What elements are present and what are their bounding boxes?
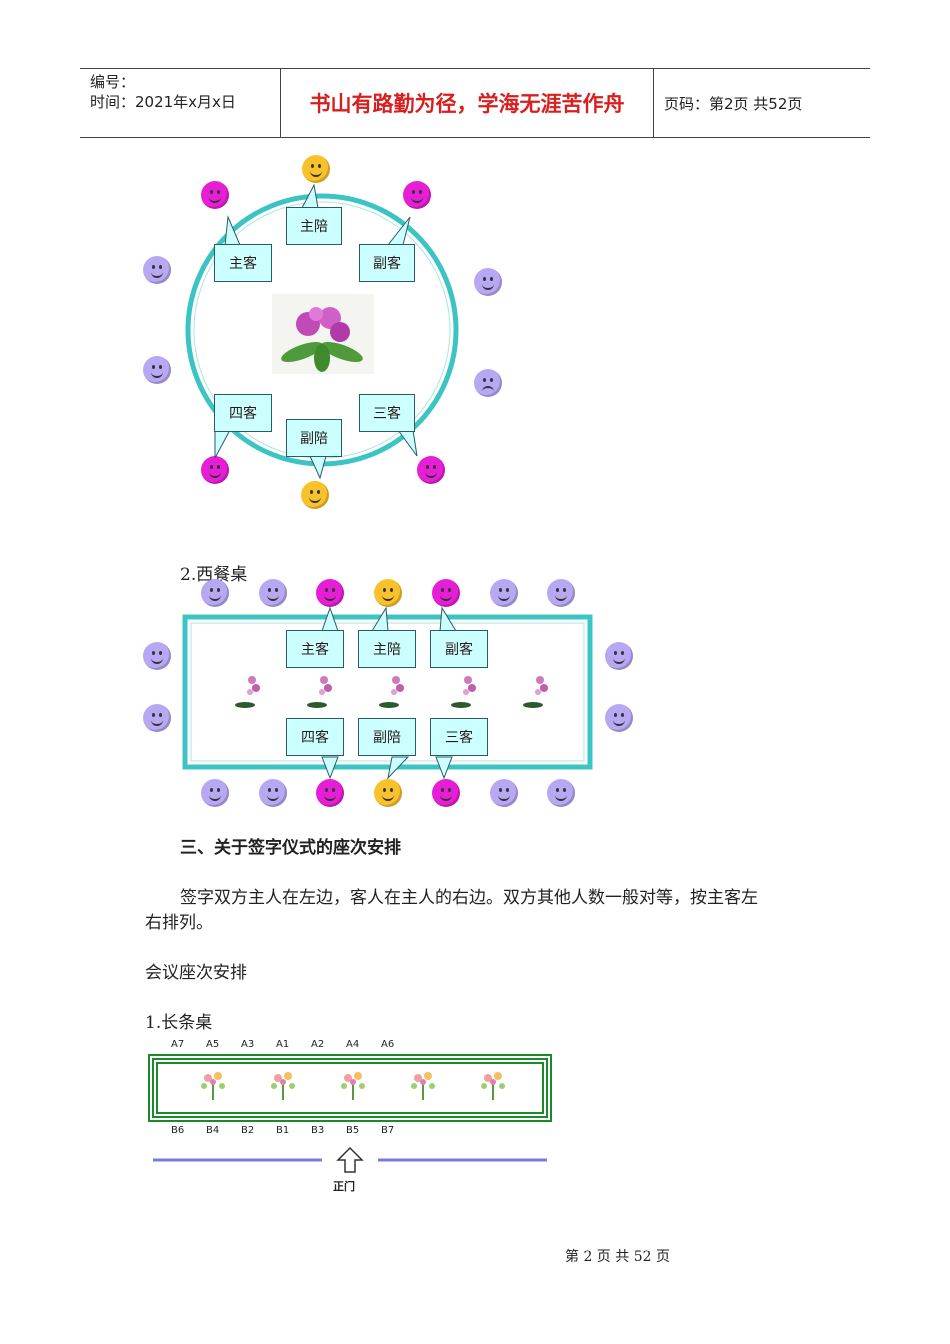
header-meta-cell: 编号： 时间：2021年x月x日 [80, 69, 281, 137]
label-fourth-guest: 四客 [214, 394, 272, 432]
label-second-guest: 副客 [359, 244, 415, 282]
face-purple [201, 579, 229, 607]
face-purple [490, 579, 518, 607]
long-table [148, 1054, 552, 1122]
flower-icon [272, 294, 374, 374]
w-label-second-guest: 副客 [430, 630, 488, 668]
seat-label-bottom: B1 [276, 1125, 290, 1136]
seat-label-bottom: B4 [206, 1125, 220, 1136]
label-host: 主陪 [286, 207, 342, 245]
face-orange [374, 579, 402, 607]
seat-label-top: A2 [311, 1039, 325, 1050]
face-magenta [201, 181, 229, 209]
seat-label-top: A3 [241, 1039, 255, 1050]
face-magenta [201, 456, 229, 484]
w-label-host: 主陪 [358, 630, 416, 668]
face-purple [143, 642, 171, 670]
seat-label-bottom: B3 [311, 1125, 325, 1136]
bouquet-icons [201, 1072, 505, 1100]
face-deputy-host [301, 481, 329, 509]
door-label: 正门 [333, 1180, 355, 1193]
face-purple [605, 704, 633, 732]
w-label-third-guest: 三客 [430, 718, 488, 756]
seat-label-top: A1 [276, 1039, 290, 1050]
signing-heading: 三、关于签字仪式的座次安排 [180, 838, 401, 858]
footer-page: 第 2 页 共 52 页 [565, 1249, 670, 1265]
w-label-chief-guest: 主客 [286, 630, 344, 668]
face-purple [143, 704, 171, 732]
w-label-fourth-guest: 四客 [286, 718, 344, 756]
western-heading: 2.西餐桌 [180, 565, 248, 585]
seat-label-bottom: B7 [381, 1125, 395, 1136]
face-purple [547, 779, 575, 807]
wall-and-door [153, 1146, 547, 1173]
face-purple [259, 779, 287, 807]
motto: 书山有路勤为径，学海无涯苦作舟 [281, 69, 654, 137]
face-purple [474, 268, 502, 296]
face-magenta [432, 779, 460, 807]
seat-label-top: A4 [346, 1039, 360, 1050]
callout-pointers [214, 183, 418, 480]
label-third-guest: 三客 [359, 394, 415, 432]
face-purple [605, 642, 633, 670]
small-flowers [235, 676, 548, 708]
time-label: 时间：2021年x月x日 [90, 93, 236, 111]
face-purple [201, 779, 229, 807]
face-magenta [316, 579, 344, 607]
number-label: 编号： [90, 73, 136, 91]
label-chief-guest: 主客 [214, 244, 272, 282]
seat-label-top: A6 [381, 1039, 395, 1050]
face-host [302, 155, 330, 183]
face-purple [490, 779, 518, 807]
seat-label-top: A5 [206, 1039, 220, 1050]
western-callout-pointers [321, 606, 457, 780]
seat-label-bottom: B6 [171, 1125, 185, 1136]
arrow-up-icon [336, 1146, 364, 1173]
face-purple [259, 579, 287, 607]
page-label: 页码：第2页 共52页 [664, 94, 803, 113]
face-magenta [417, 456, 445, 484]
seat-label-bottom: B2 [241, 1125, 255, 1136]
seat-label-bottom: B5 [346, 1125, 360, 1136]
face-purple [143, 256, 171, 284]
w-label-deputy-host: 副陪 [358, 718, 416, 756]
meeting-heading: 会议座次安排 [145, 963, 247, 983]
face-magenta [432, 579, 460, 607]
label-deputy-host: 副陪 [286, 419, 342, 457]
seat-label-top: A7 [171, 1039, 185, 1050]
face-orange [374, 779, 402, 807]
signing-para-line2: 右排列。 [145, 913, 213, 933]
signing-para-line1: 签字双方主人在左边，客人在主人的右边。双方其他人数一般对等，按主客左 [180, 888, 758, 908]
face-purple [547, 579, 575, 607]
face-purple-sad [474, 369, 502, 397]
face-magenta [316, 779, 344, 807]
face-magenta [403, 181, 431, 209]
face-purple [143, 356, 171, 384]
page-header: 编号： 时间：2021年x月x日 书山有路勤为径，学海无涯苦作舟 页码：第2页 … [80, 68, 870, 138]
long-table-heading: 1.长条桌 [145, 1013, 213, 1033]
